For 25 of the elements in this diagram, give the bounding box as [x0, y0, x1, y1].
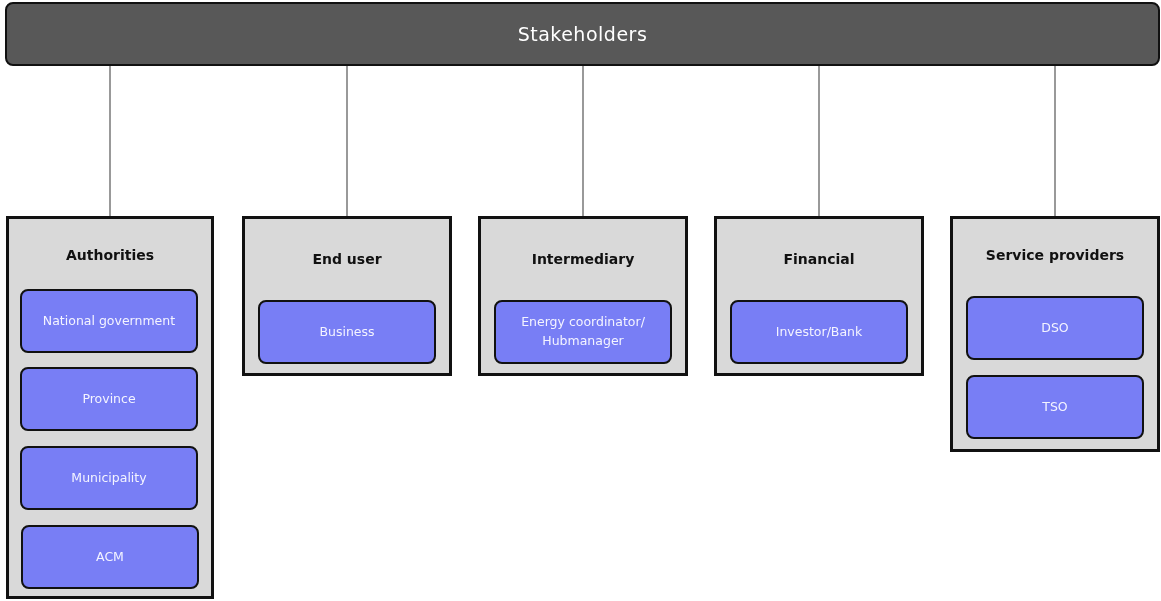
stakeholder-box: Municipality [20, 446, 198, 510]
group-panel [6, 216, 214, 599]
connector-line [1054, 65, 1056, 217]
group-panel [242, 216, 452, 376]
stakeholder-box: Province [20, 367, 198, 431]
group-panel [478, 216, 688, 376]
group-heading: End user [311, 251, 383, 267]
header-bar: Stakeholders [5, 2, 1160, 66]
group-heading: Financial [782, 251, 856, 267]
stakeholder-box: Business [258, 300, 436, 364]
group-panel [950, 216, 1160, 452]
stakeholder-box: Investor/Bank [730, 300, 908, 364]
group-heading: Service providers [984, 247, 1126, 263]
connector-line [582, 65, 584, 217]
stakeholder-box: National government [20, 289, 198, 353]
group-heading: Authorities [64, 247, 156, 263]
stakeholder-box: TSO [966, 375, 1144, 439]
connector-line [818, 65, 820, 217]
stakeholder-box: DSO [966, 296, 1144, 360]
stakeholder-box: Energy coordinator/ Hubmanager [494, 300, 672, 364]
connector-line [109, 65, 111, 217]
group-heading: Intermediary [530, 251, 636, 267]
group-panel [714, 216, 924, 376]
connector-line [346, 65, 348, 217]
stakeholder-box: ACM [21, 525, 199, 589]
